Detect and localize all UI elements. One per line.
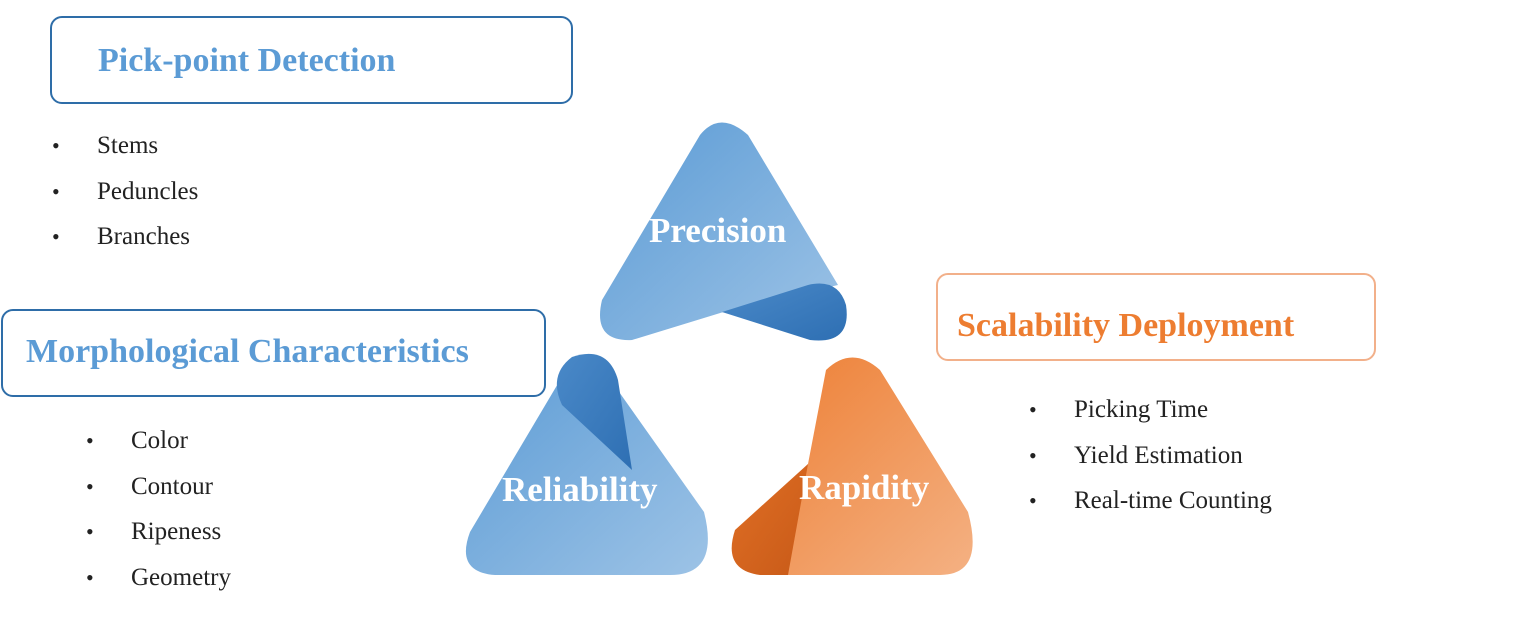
list-item: • Color bbox=[86, 427, 231, 473]
bullet-icon: • bbox=[1029, 397, 1037, 422]
list-item-label: Contour bbox=[131, 472, 213, 500]
bullet-icon: • bbox=[86, 564, 94, 590]
list-item-label: Real-time Counting bbox=[1074, 487, 1272, 514]
scalability-deployment-box: Scalability Deployment bbox=[936, 273, 1376, 361]
bullet-icon: • bbox=[86, 428, 94, 453]
list-item: • Branches bbox=[52, 223, 198, 269]
precision-label: Precision bbox=[649, 211, 787, 250]
rapidity-label: Rapidity bbox=[799, 468, 930, 507]
list-item-label: Branches bbox=[97, 223, 191, 250]
pick-point-detection-title: Pick-point Detection bbox=[98, 42, 396, 79]
list-item: • Geometry bbox=[86, 563, 231, 610]
list-item-label: Peduncles bbox=[97, 177, 199, 205]
rapidity-triangle bbox=[731, 357, 973, 575]
bullet-icon: • bbox=[1029, 442, 1037, 468]
reliability-triangle bbox=[465, 353, 708, 575]
list-item: • Stems bbox=[52, 132, 198, 178]
list-item-label: Picking Time bbox=[1074, 396, 1209, 423]
morphological-characteristics-title: Morphological Characteristics bbox=[26, 333, 469, 370]
bullet-icon: • bbox=[1029, 488, 1037, 513]
scalability-deployment-list: • Picking Time • Yield Estimation • Real-ti… bbox=[1029, 396, 1272, 533]
bullet-icon: • bbox=[52, 133, 60, 158]
scalability-deployment-title: Scalability Deployment bbox=[957, 307, 1295, 344]
bullet-icon: • bbox=[86, 519, 94, 544]
list-item-label: Color bbox=[131, 427, 188, 454]
precision-triangle bbox=[600, 122, 847, 341]
list-item-label: Geometry bbox=[131, 563, 231, 591]
pick-point-detection-list: • Stems • Peduncles • Branches bbox=[52, 132, 199, 269]
list-item: • Peduncles bbox=[52, 177, 199, 224]
morphological-characteristics-list: • Color • Contour • Ripeness • Geometry bbox=[86, 427, 231, 610]
list-item: • Picking Time bbox=[1029, 396, 1272, 442]
list-item: • Contour bbox=[86, 472, 231, 519]
bullet-icon: • bbox=[86, 473, 94, 499]
reliability-label: Reliability bbox=[502, 470, 658, 509]
list-item: • Real-time Counting bbox=[1029, 487, 1272, 533]
bullet-icon: • bbox=[52, 178, 60, 204]
pick-point-detection-box: Pick-point Detection bbox=[50, 16, 573, 104]
list-item-label: Yield Estimation bbox=[1074, 441, 1243, 469]
list-item-label: Stems bbox=[97, 132, 159, 159]
list-item: • Ripeness bbox=[86, 518, 231, 564]
morphological-characteristics-box: Morphological Characteristics bbox=[1, 309, 546, 397]
list-item: • Yield Estimation bbox=[1029, 441, 1272, 488]
list-item-label: Ripeness bbox=[131, 518, 222, 545]
bullet-icon: • bbox=[52, 224, 60, 249]
